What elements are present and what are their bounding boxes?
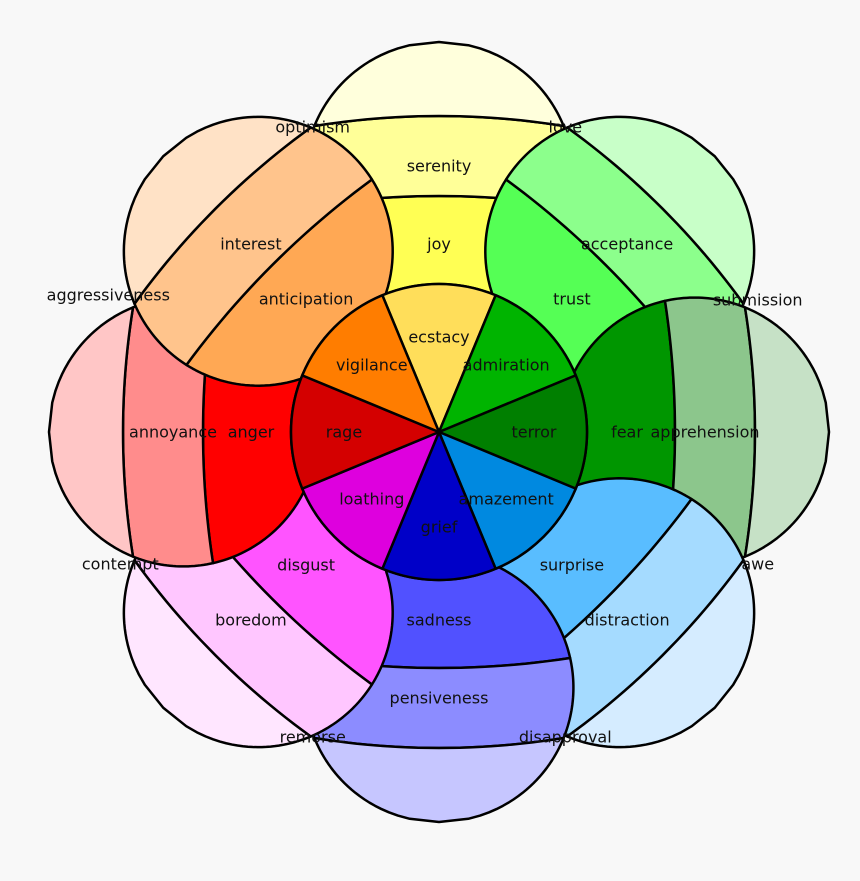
petal-band-tip-disgust <box>122 559 312 749</box>
labels-layer: ecstacy joy serenity admiration trust accepta… <box>47 118 803 747</box>
outer-label-pensiveness: pensiveness <box>390 689 489 708</box>
middle-label-sadness: sadness <box>407 611 472 630</box>
dyad-label-contempt: contempt <box>82 555 159 574</box>
core-wedge-admiration <box>437 294 577 434</box>
middle-label-surprise: surprise <box>540 555 604 574</box>
petal-band-tip-anticipation <box>122 115 312 305</box>
dyad-label-awe: awe <box>741 555 774 574</box>
dyad-label-remorse: remorse <box>280 727 346 746</box>
core-label-vigilance: vigilance <box>336 355 408 374</box>
petal-band-tip-anger <box>47 306 135 558</box>
middle-label-joy: joy <box>426 235 451 254</box>
core-wedge-ecstacy <box>381 282 497 434</box>
core-label-ecstacy: ecstacy <box>408 328 469 347</box>
core-label-terror: terror <box>511 423 556 442</box>
core-wedge-grief <box>381 430 497 582</box>
core-wedge-amazement <box>437 430 577 570</box>
petal-band-tip-surprise <box>566 559 756 749</box>
petal-band-tip-fear <box>743 306 831 558</box>
outer-label-annoyance: annoyance <box>129 423 217 442</box>
middle-label-trust: trust <box>553 290 591 309</box>
core-wedges-layer <box>289 282 589 582</box>
petal-band-tip-sadness <box>313 736 565 824</box>
middle-label-anticipation: anticipation <box>259 290 354 309</box>
core-label-admiration: admiration <box>463 355 550 374</box>
middle-label-fear: fear <box>611 423 643 442</box>
dyad-label-aggressiveness: aggressiveness <box>47 286 170 305</box>
core-label-grief: grief <box>421 518 458 537</box>
outer-label-apprehension: apprehension <box>650 423 759 442</box>
dyad-label-optimism: optimism <box>275 118 350 137</box>
petal-band-tip-joy <box>313 40 565 128</box>
outer-label-acceptance: acceptance <box>581 234 673 253</box>
petal-anticipation <box>122 115 394 387</box>
dyad-label-love: love <box>549 118 583 137</box>
core-wedge-terror <box>437 374 589 490</box>
core-wedge-vigilance <box>301 294 441 434</box>
core-wedge-rage <box>289 374 441 490</box>
middle-label-disgust: disgust <box>277 555 335 574</box>
core-label-rage: rage <box>326 423 362 442</box>
petals-layer <box>47 40 831 824</box>
outer-label-interest: interest <box>220 234 281 253</box>
dyad-label-submission: submission <box>713 291 803 310</box>
core-label-amazement: amazement <box>459 490 554 509</box>
middle-label-anger: anger <box>228 423 275 442</box>
outer-label-distraction: distraction <box>585 611 670 630</box>
outer-label-boredom: boredom <box>215 611 287 630</box>
outer-label-serenity: serenity <box>407 157 472 176</box>
petal-band-tip-trust <box>566 115 756 305</box>
dyad-label-disapproval: disapproval <box>519 727 612 746</box>
core-label-loathing: loathing <box>339 490 404 509</box>
core-wedge-loathing <box>301 430 441 570</box>
